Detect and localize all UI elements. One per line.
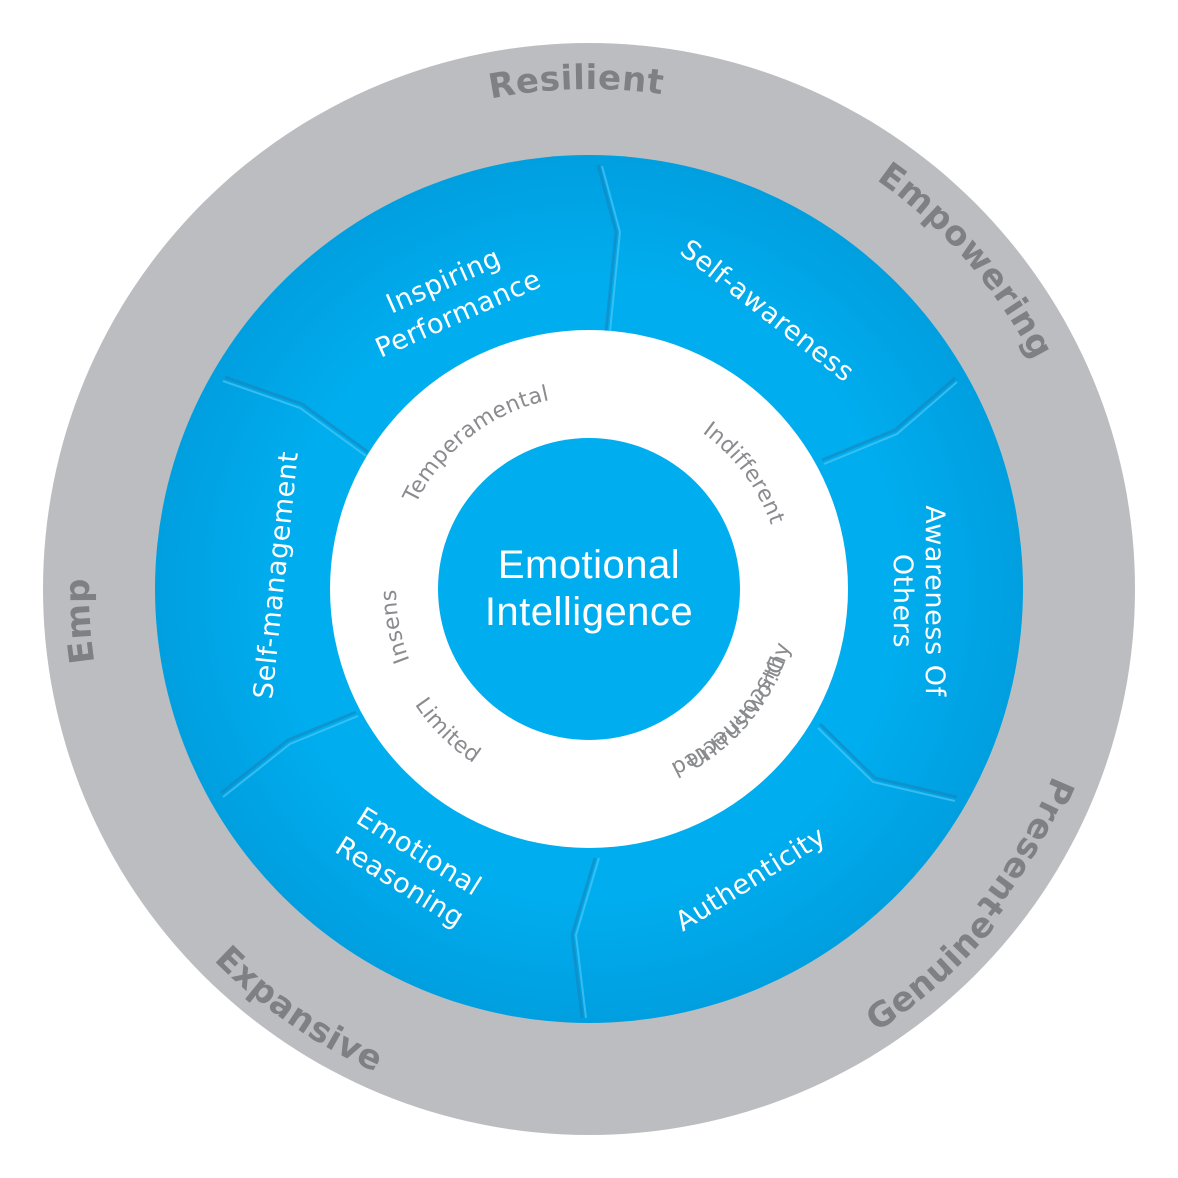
center-title-line1: Emotional (498, 543, 680, 587)
segment-awareness-of-others-line1: Awareness Of (919, 505, 950, 697)
segment-awareness-of-others: Awareness Of Others (887, 505, 950, 697)
center-title-line2: Intelligence (485, 590, 693, 634)
segment-dividers (220, 164, 958, 1019)
segment-awareness-of-others-line2: Others (887, 554, 918, 648)
center-circle (438, 438, 740, 740)
segment-divider-highlights (222, 165, 958, 1019)
